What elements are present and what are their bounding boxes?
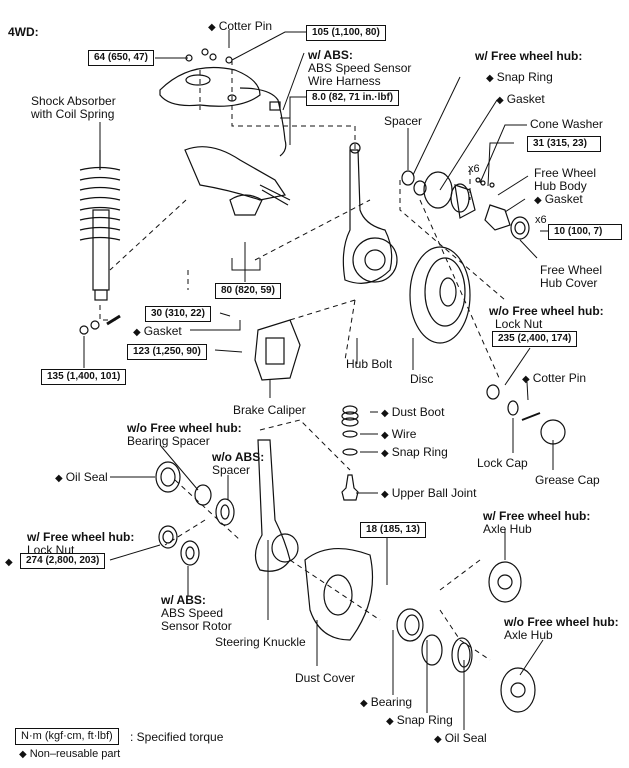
label-abs-heading: w/ ABS: [308, 48, 353, 62]
leader-lines [83, 30, 554, 730]
label-snap-ring-mid: Snap Ring [381, 446, 448, 460]
label-oil-seal-bottom: Oil Seal [434, 732, 487, 746]
label-w-abs-heading-2: w/ ABS: [161, 593, 206, 607]
legend-non-reusable: Non–reusable part [19, 748, 121, 761]
brake-caliper [254, 319, 301, 381]
label-gasket-2: Gasket [534, 193, 583, 207]
label-lock-cap: Lock Cap [477, 456, 528, 470]
upper-arm [159, 67, 261, 107]
label-disc: Disc [410, 372, 434, 386]
label-shock-2: with Coil Spring [31, 107, 115, 121]
label-abs-harness-2: Wire Harness [308, 74, 381, 88]
label-bearing-spacer: Bearing Spacer [127, 434, 210, 448]
label-w-fwh-heading-left: w/ Free wheel hub: [27, 530, 135, 544]
drive-shaft [184, 146, 286, 201]
label-fwh-heading: w/ Free wheel hub: [475, 49, 583, 63]
label-axle-hub-2: Axle Hub [504, 628, 553, 642]
label-lock-nut: Lock Nut [495, 317, 543, 331]
label-fwh-cover-2: Hub Cover [540, 276, 598, 290]
label-bearing: Bearing [360, 696, 412, 710]
torque-lock-nut-wo-fwh: 235 (2,400, 174) [492, 331, 578, 347]
label-w-fwh-axle-heading: w/ Free wheel hub: [483, 509, 591, 523]
label-cotter-pin-top: Cotter Pin [208, 20, 272, 34]
label-dust-boot: Dust Boot [381, 406, 445, 420]
disc [409, 246, 471, 344]
steering-knuckle-upper [342, 149, 393, 284]
torque-hub-cover-bolt: 10 (100, 7) [548, 224, 622, 240]
label-axle-hub-1: Axle Hub [483, 522, 532, 536]
torque-cone-washer-nut: 31 (315, 23) [527, 136, 601, 152]
label-cone-washer: Cone Washer [530, 117, 603, 131]
label-gasket-caliper: Gasket [133, 325, 182, 339]
label-abs-rotor-1: ABS Speed [161, 606, 224, 620]
label-hub-bolt: Hub Bolt [346, 357, 393, 371]
shock-absorber [92, 209, 110, 291]
legend-torque-unit: N·m (kgf·cm, ft·lbf) [15, 728, 119, 745]
torque-lower-ball-joint: 80 (820, 59) [215, 283, 281, 299]
axle-hub-2 [500, 667, 536, 713]
assembly-lines [99, 60, 506, 661]
label-x6-a: x6 [468, 163, 480, 175]
torque-abs-harness-bolt: 8.0 (82, 71 in.·lbf) [306, 90, 400, 106]
bearing [396, 608, 424, 642]
label-lock-nut-left: Lock Nut [27, 543, 75, 557]
abs-harness [239, 87, 287, 157]
non-reusable-marker [5, 555, 16, 569]
label-fwh-body-2: Hub Body [534, 179, 587, 193]
torque-dust-cover-bolt: 18 (185, 13) [360, 522, 426, 538]
label-fwh-cover-1: Free Wheel [540, 263, 603, 277]
label-wo-fwh-heading: w/o Free wheel hub: [489, 304, 604, 318]
label-spacer: Spacer [384, 114, 423, 128]
page-title: 4WD: [8, 25, 39, 39]
label-wo-fwh-bearing-heading: w/o Free wheel hub: [127, 421, 242, 435]
label-abs-rotor-2: Sensor Rotor [161, 619, 232, 633]
torque-caliper-b: 123 (1,250, 90) [127, 344, 207, 360]
label-wo-abs-heading: w/o ABS: [212, 450, 265, 464]
label-upper-ball-joint: Upper Ball Joint [381, 487, 477, 501]
torque-ball-joint-nut: 105 (1,100, 80) [306, 25, 386, 41]
label-snap-ring-top: Snap Ring [486, 71, 553, 85]
parts [79, 48, 566, 713]
label-x6-b: x6 [535, 214, 547, 226]
label-wire: Wire [381, 428, 417, 442]
torque-shock-lower: 135 (1,400, 101) [41, 369, 127, 385]
label-grease-cap: Grease Cap [535, 473, 600, 487]
label-snap-ring-bottom: Snap Ring [386, 714, 453, 728]
label-oil-seal-left: Oil Seal [55, 471, 108, 485]
label-fwh-body-1: Free Wheel [534, 166, 597, 180]
torque-caliper-a: 30 (310, 22) [145, 306, 211, 322]
label-gasket-top: Gasket [496, 93, 545, 107]
steering-knuckle [254, 439, 291, 572]
torque-upper-arm-nut: 64 (650, 47) [88, 50, 154, 66]
oil-seal-left [155, 461, 181, 493]
label-dust-cover: Dust Cover [295, 671, 356, 685]
label-cotter-pin-2: Cotter Pin [522, 372, 586, 386]
label-brake-caliper: Brake Caliper [233, 403, 306, 417]
axle-hub-1 [488, 561, 522, 603]
torque-lock-nut-w-fwh: 274 (2,800, 203) [20, 553, 106, 569]
label-steering-knuckle: Steering Knuckle [215, 635, 306, 649]
label-shock-1: Shock Absorber [31, 94, 116, 108]
label-spacer-2: Spacer [212, 463, 251, 477]
legend-torque-desc: : Specified torque [130, 730, 224, 744]
label-abs-harness-1: ABS Speed Sensor [308, 61, 412, 75]
label-wo-fwh-axle-heading: w/o Free wheel hub: [504, 615, 619, 629]
dust-cover [304, 547, 374, 641]
